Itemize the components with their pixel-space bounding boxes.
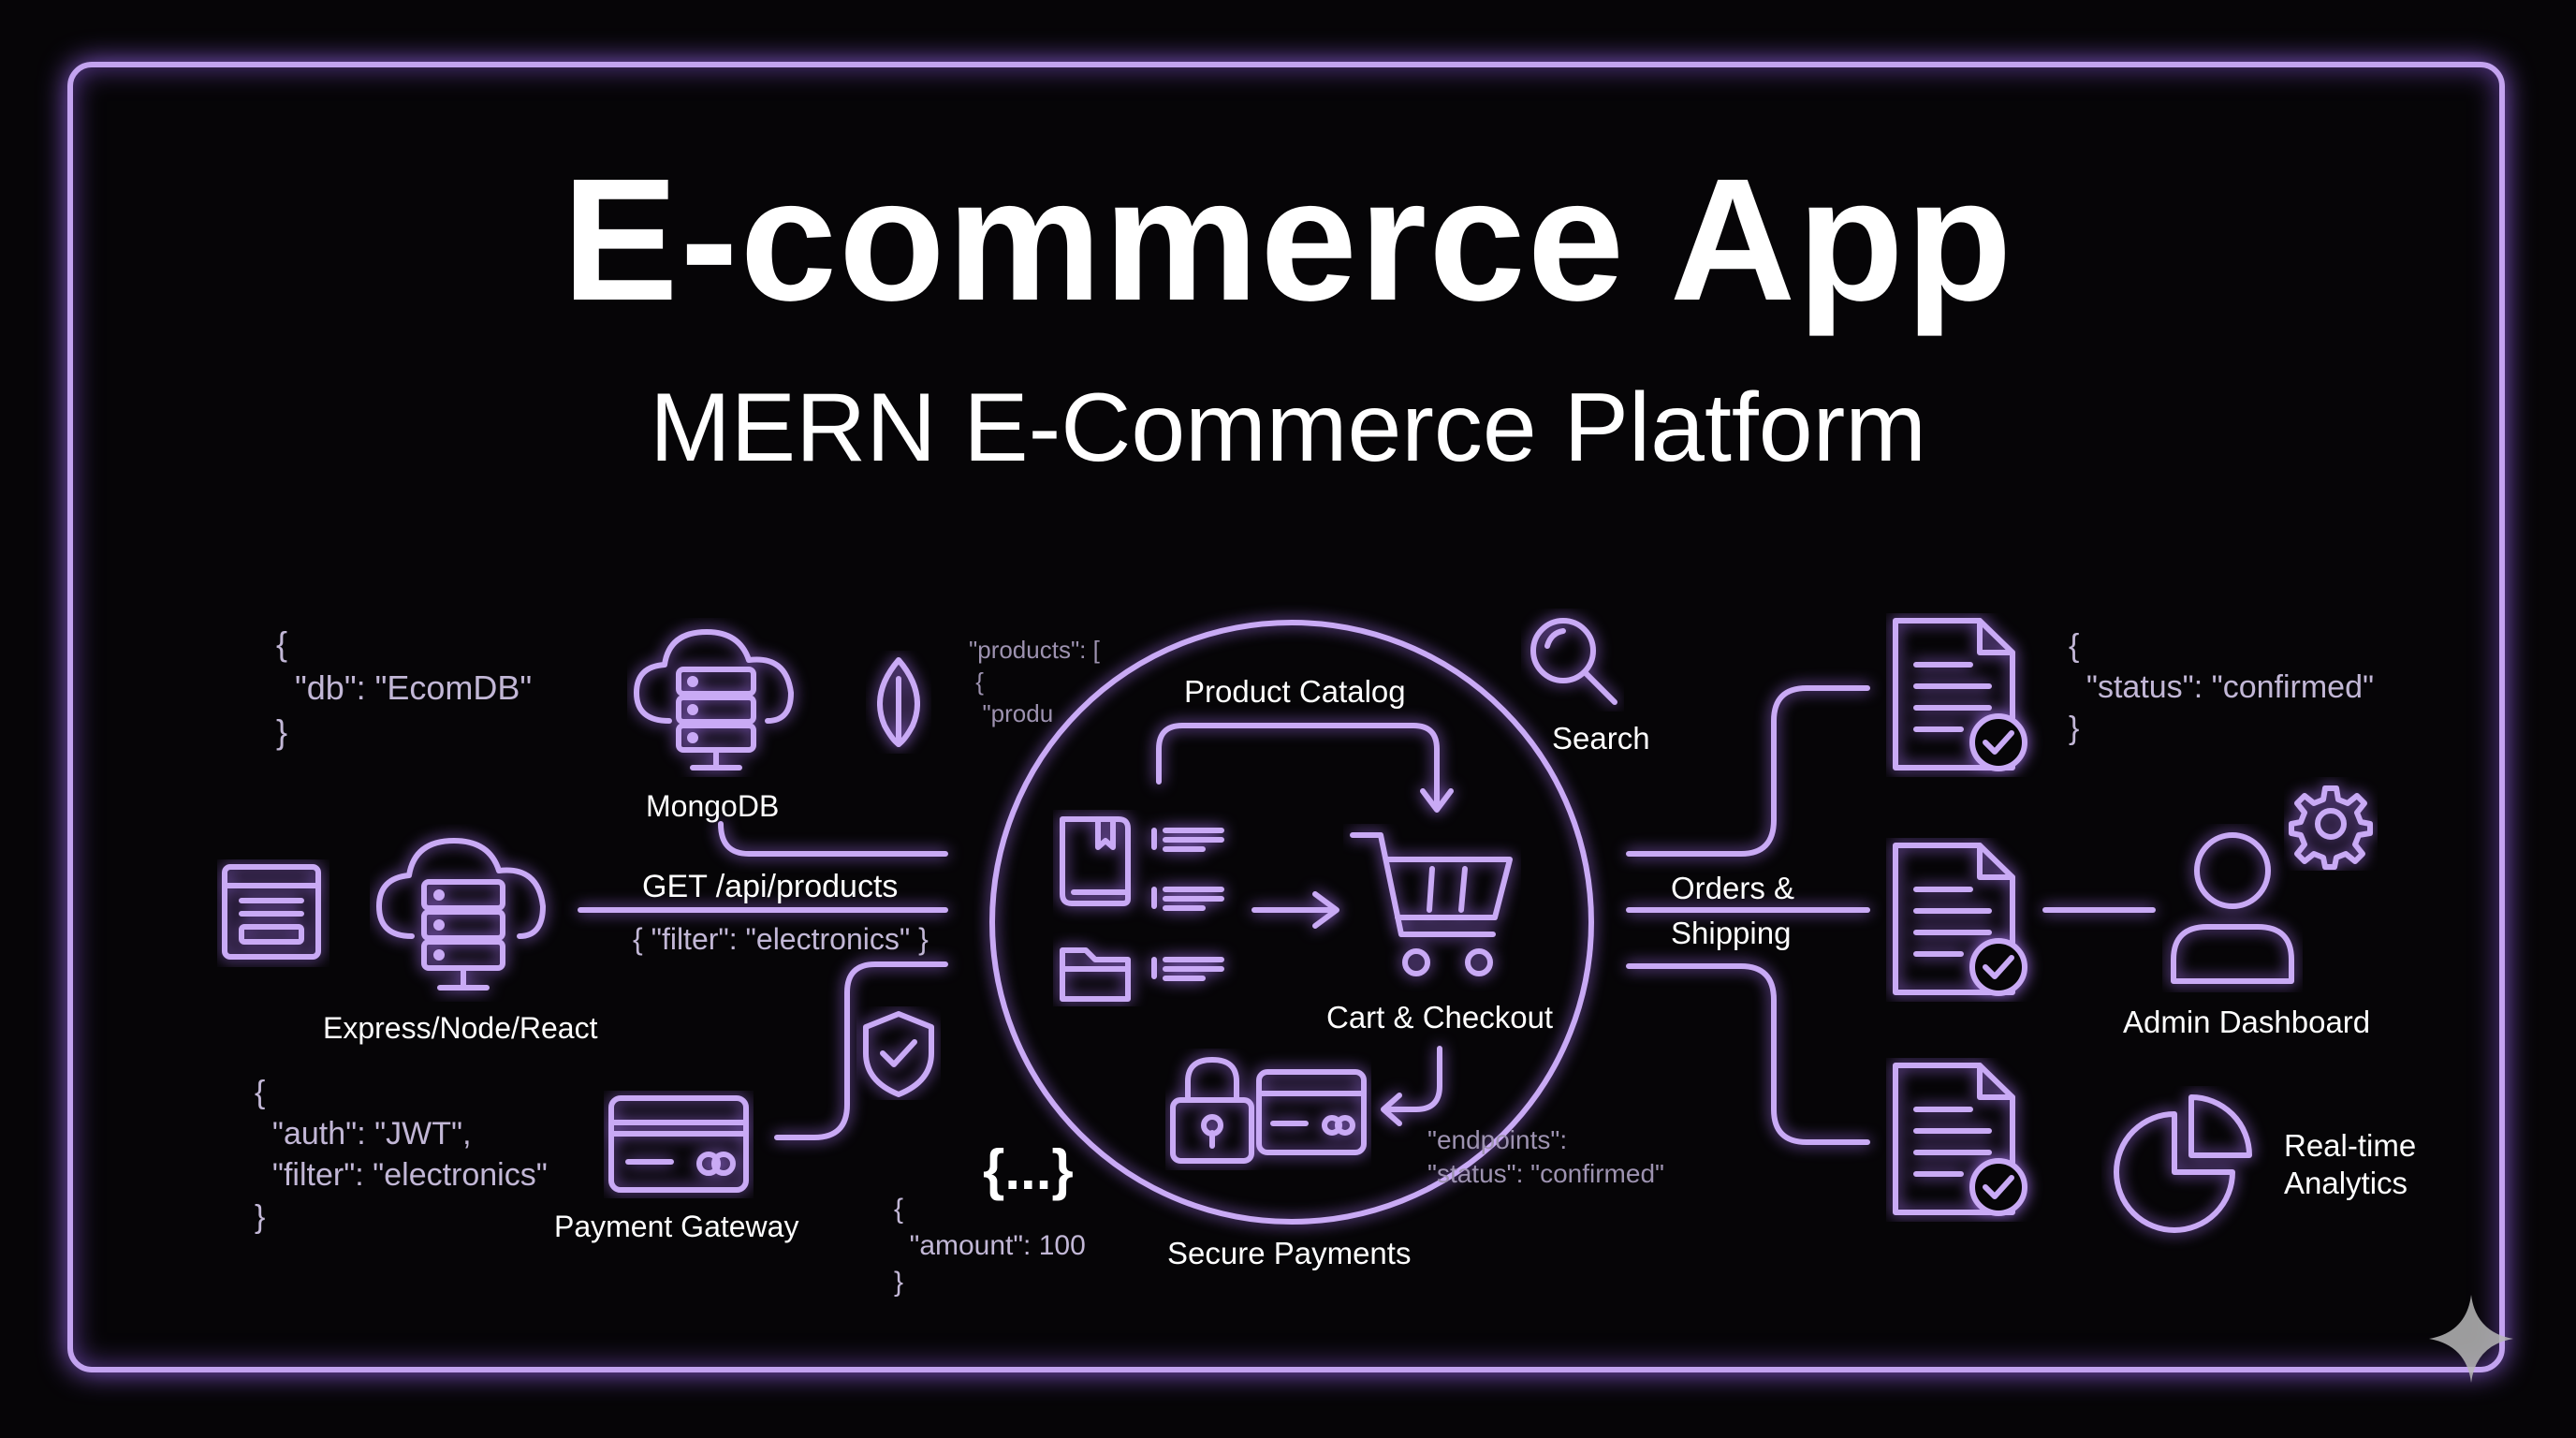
- central-hub-circle: [989, 620, 1594, 1225]
- analytics-label-line2: Analytics: [2284, 1166, 2408, 1200]
- code-braces: {...}: [983, 1138, 1074, 1201]
- gear-icon: [2289, 785, 2373, 870]
- page-subtitle: MERN E-Commerce Platform: [650, 374, 1926, 482]
- express-label: Express/Node/React: [323, 1011, 598, 1045]
- connector-mongodb: [718, 821, 948, 857]
- flow-catalog-arrow: [1156, 723, 1440, 808]
- analytics-label-line1: Real-time: [2284, 1128, 2417, 1163]
- credit-card-icon: [608, 1095, 749, 1193]
- mongodb-label: MongoDB: [646, 789, 780, 823]
- cloud-server-icon: [376, 838, 546, 990]
- catalog-book-icon: [1060, 816, 1224, 911]
- shield-check-icon: [863, 1011, 934, 1097]
- api-request-label: GET /api/products: [642, 869, 899, 904]
- cart-checkout-label: Cart & Checkout: [1326, 1000, 1554, 1034]
- pie-chart-icon: [2114, 1094, 2252, 1233]
- document-check-icon: [1893, 618, 2027, 771]
- code-endpoints-snippet: "endpoints": "status": "confirmed": [1427, 1125, 1664, 1189]
- flow-payment-arrow: [1383, 1046, 1442, 1112]
- connector-payment: [774, 961, 948, 1140]
- cloud-server-icon: [634, 629, 794, 770]
- page-title: E-commerce App: [562, 143, 2014, 337]
- code-status: { "status": "confirmed" }: [2069, 628, 2375, 747]
- sparkle-icon: [2429, 1295, 2513, 1383]
- browser-window-icon: [222, 864, 321, 960]
- code-auth: { "auth": "JWT", "filter": "electronics"…: [255, 1075, 548, 1235]
- folder-icon: [1060, 947, 1224, 1002]
- code-products-snippet: "products": [ { "produ: [969, 636, 1100, 727]
- outer-frame: [67, 62, 2505, 1372]
- code-db: { "db": "EcomDB" }: [276, 624, 533, 751]
- orders-label-line1: Orders &: [1671, 871, 1795, 905]
- payment-gateway-label: Payment Gateway: [554, 1210, 799, 1243]
- secure-payments-label: Secure Payments: [1167, 1236, 1412, 1270]
- search-label: Search: [1552, 721, 1650, 756]
- padlock-icon: [1170, 1057, 1367, 1164]
- connector-order-bottom: [1626, 963, 1870, 1145]
- connector-order-top: [1626, 685, 1870, 857]
- shopping-cart-icon: [1350, 832, 1513, 976]
- orders-label-line2: Shipping: [1671, 916, 1792, 950]
- leaf-icon: [877, 657, 920, 747]
- admin-dashboard-label: Admin Dashboard: [2123, 1005, 2371, 1039]
- api-filter-label: { "filter": "electronics" }: [633, 922, 929, 956]
- document-check-icon: [1893, 843, 2027, 996]
- document-check-icon: [1893, 1063, 2027, 1216]
- product-catalog-label: Product Catalog: [1184, 674, 1406, 709]
- user-icon: [2171, 832, 2294, 984]
- magnifier-icon: [1530, 618, 1617, 705]
- code-amount: { "amount": 100 }: [894, 1194, 1086, 1298]
